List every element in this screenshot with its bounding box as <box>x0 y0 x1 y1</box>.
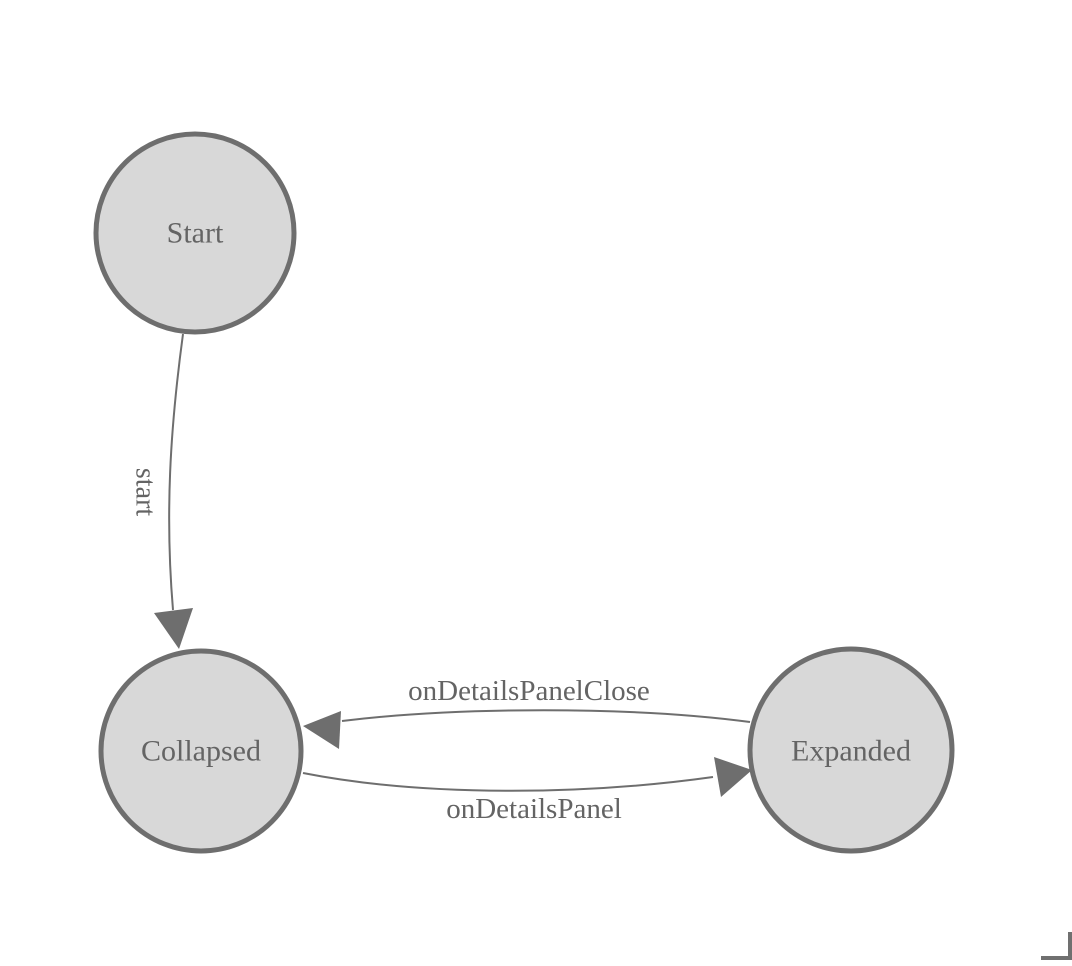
state-node-expanded[interactable]: Expanded <box>747 646 955 854</box>
edge-collapsed-to-expanded: onDetailsPanel <box>302 757 752 825</box>
arrowhead-icon <box>154 608 193 649</box>
state-node-collapsed[interactable]: Collapsed <box>98 648 304 854</box>
edge-line-ondetailspanel <box>302 772 714 792</box>
edge-start-to-collapsed: start <box>130 333 193 649</box>
edge-line-start <box>168 333 184 611</box>
state-node-collapsed-circle[interactable] <box>98 648 304 854</box>
arrowhead-icon <box>714 757 752 797</box>
state-node-expanded-circle[interactable] <box>747 646 955 854</box>
arrowhead-icon <box>303 711 341 749</box>
edge-label-ondetailspanelclose: onDetailsPanelClose <box>408 675 650 707</box>
state-node-expanded-label: Expanded <box>791 735 911 768</box>
state-node-collapsed-label: Collapsed <box>141 735 261 768</box>
state-node-start[interactable]: Start <box>93 131 297 335</box>
state-node-start-circle[interactable] <box>93 131 297 335</box>
state-node-start-label: Start <box>167 217 224 250</box>
edge-label-ondetailspanel: onDetailsPanel <box>446 793 622 825</box>
edge-label-start: start <box>130 468 161 516</box>
frame-corner-mark <box>1041 932 1072 960</box>
edge-line-ondetailspanelclose <box>341 709 751 723</box>
edge-expanded-to-collapsed: onDetailsPanelClose <box>303 675 751 749</box>
